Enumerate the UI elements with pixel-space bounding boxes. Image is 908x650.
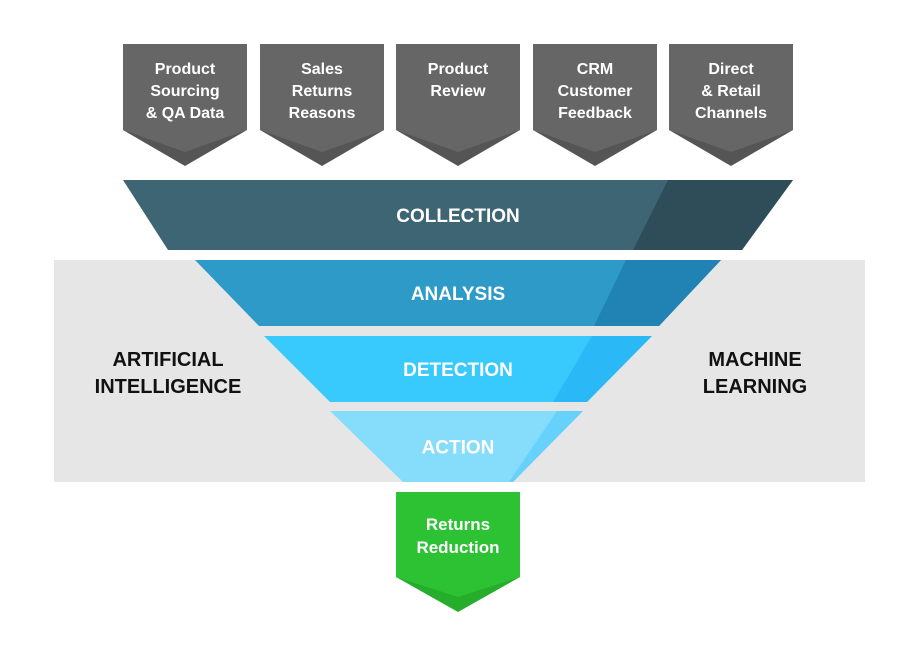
stage-shape: [264, 336, 652, 402]
stage-label: ANALYSIS: [411, 284, 505, 305]
source-box-label: Review: [430, 83, 486, 100]
source-box-face: [260, 44, 384, 152]
side-label-right-line1: MACHINE: [708, 349, 801, 371]
source-box-label: Product: [155, 61, 216, 78]
stage-facet: [633, 180, 793, 250]
source-box-face: [533, 44, 657, 152]
stage-label: COLLECTION: [396, 206, 520, 227]
funnel-stage-collection: COLLECTION: [123, 180, 793, 250]
funnel-stage-detection: DETECTION: [264, 336, 652, 402]
stage-shape: [123, 180, 793, 250]
source-box-face: [123, 44, 247, 152]
source-box-label: Feedback: [558, 105, 632, 122]
stage-facet: [594, 260, 721, 326]
stage-label: DETECTION: [403, 360, 513, 381]
funnel-stages: COLLECTION ANALYSIS DETECTION ACTION: [123, 180, 793, 482]
stage-facet: [509, 411, 583, 482]
outcome-label: Returns: [426, 515, 490, 534]
stage-facet: [553, 336, 652, 402]
source-box-label: & QA Data: [146, 105, 225, 122]
side-label-left-line2: INTELLIGENCE: [95, 376, 242, 398]
source-box-face: [396, 44, 520, 152]
source-box-label: Product: [428, 61, 489, 78]
stage-shape: [195, 260, 721, 326]
source-box-label: Sourcing: [150, 83, 219, 100]
funnel-stage-analysis: ANALYSIS: [195, 260, 721, 326]
source-box-label: Direct: [708, 61, 754, 78]
side-label-right: MACHINE LEARNING: [703, 349, 807, 398]
source-box-label: & Retail: [701, 83, 761, 100]
funnel-stage-action: ACTION: [330, 411, 583, 482]
source-box-face: [669, 44, 793, 152]
stage-shape: [330, 411, 583, 482]
outcome-face: [396, 492, 520, 597]
source-box-label: Returns: [292, 83, 353, 100]
side-label-left: ARTIFICIAL INTELLIGENCE: [95, 349, 242, 398]
source-box-label: Sales: [301, 61, 343, 78]
stage-label: ACTION: [422, 438, 495, 459]
side-label-left-line1: ARTIFICIAL: [112, 349, 223, 371]
side-label-right-line2: LEARNING: [703, 376, 807, 398]
source-box-label: Reasons: [289, 105, 356, 122]
source-box-label: CRM: [577, 61, 613, 78]
source-box-label: Channels: [695, 105, 767, 122]
source-box-label: Customer: [558, 83, 633, 100]
outcome-label: Reduction: [416, 538, 499, 557]
